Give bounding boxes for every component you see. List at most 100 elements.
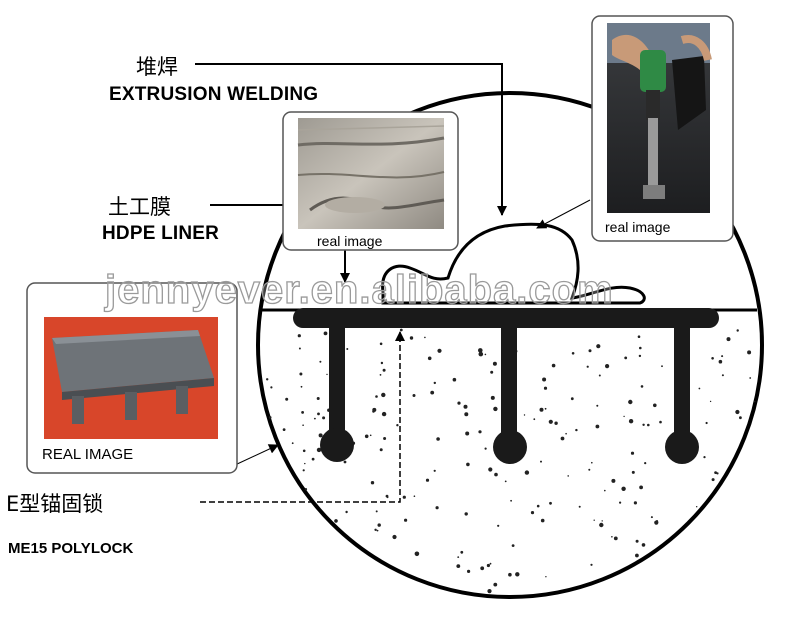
soil-speckle <box>304 462 306 465</box>
soil-speckle <box>319 360 322 363</box>
soil-speckle <box>379 448 383 452</box>
soil-speckle <box>493 582 498 587</box>
soil-speckle <box>464 512 468 516</box>
soil-speckle <box>549 501 552 505</box>
soil-speckle <box>640 385 644 388</box>
polylock-bulb-right <box>665 430 699 464</box>
soil-speckle <box>300 385 303 388</box>
soil-speckle <box>372 410 375 413</box>
soil-speckle <box>302 449 306 453</box>
soil-speckle <box>376 529 379 532</box>
soil-speckle <box>460 550 464 554</box>
soil-speckle <box>480 566 485 571</box>
soil-speckle <box>725 499 730 505</box>
soil-speckle <box>381 392 386 398</box>
soil-speckle <box>316 397 320 400</box>
soil-speckle <box>639 346 642 350</box>
soil-speckle <box>336 576 341 581</box>
soil-speckle <box>713 514 718 519</box>
soil-speckle <box>540 518 545 523</box>
soil-speckle <box>383 437 387 440</box>
soil-speckle <box>588 468 591 471</box>
soil-speckle <box>305 538 311 543</box>
soil-speckle <box>726 337 731 342</box>
soil-speckle <box>386 496 389 499</box>
polylock-en-label: ME15 POLYLOCK <box>8 540 134 557</box>
soil-speckle <box>456 564 461 568</box>
soil-speckle <box>304 488 308 491</box>
soil-speckle <box>754 449 757 452</box>
soil-speckle <box>599 522 604 528</box>
soil-speckle <box>635 539 639 543</box>
soil-speckle <box>641 543 646 547</box>
soil-speckle <box>258 460 260 463</box>
soil-speckle <box>316 570 321 575</box>
watermark-text: jennyever.en.alibaba.com <box>104 267 614 312</box>
soil-speckle <box>741 468 744 470</box>
soil-speckle <box>392 534 397 540</box>
soil-speckle <box>318 433 323 438</box>
soil-speckle <box>489 562 492 565</box>
soil-speckle <box>302 424 304 427</box>
soil-speckle <box>754 456 760 462</box>
soil-speckle <box>259 425 264 429</box>
soil-speckle <box>554 421 558 425</box>
extrusion-welding-cn-label: 堆焊 <box>136 55 178 79</box>
soil-speckle <box>628 419 634 424</box>
polylock-bulb-center <box>493 430 527 464</box>
soil-speckle <box>260 532 264 536</box>
soil-speckle <box>742 448 745 451</box>
soil-speckle <box>593 519 595 521</box>
soil-speckle <box>633 501 638 505</box>
soil-speckle <box>681 586 684 589</box>
soil-speckle <box>457 556 460 558</box>
soil-speckle <box>744 578 750 583</box>
soil-speckle <box>709 400 712 403</box>
soil-speckle <box>571 352 575 355</box>
soil-speckle <box>260 441 264 445</box>
soil-speckle <box>266 378 269 381</box>
soil-speckle <box>404 518 408 522</box>
soil-speckle <box>314 417 316 420</box>
soil-speckle <box>484 353 487 356</box>
soil-speckle <box>308 564 311 568</box>
soil-speckle <box>463 404 468 409</box>
soil-speckle <box>464 412 469 417</box>
soil-speckle <box>543 386 548 390</box>
soil-speckle <box>749 377 752 379</box>
soil-speckle <box>271 473 274 476</box>
soil-speckle <box>487 589 492 594</box>
soil-speckle <box>742 493 745 496</box>
soil-speckle <box>638 354 642 358</box>
soil-speckle <box>578 505 581 508</box>
soil-speckle <box>565 432 567 435</box>
soil-speckle <box>637 335 641 339</box>
soil-speckle <box>739 416 742 420</box>
soil-speckle <box>544 407 547 410</box>
soil-speckle <box>326 373 328 376</box>
soil-speckle <box>628 399 633 405</box>
soil-speckle <box>567 475 569 477</box>
soil-speckle <box>424 336 426 339</box>
soil-speckle <box>736 489 739 492</box>
soil-speckle <box>743 543 748 548</box>
soil-speckle <box>281 581 286 586</box>
polylock-photo-caption: REAL IMAGE <box>42 446 134 463</box>
soil-speckle <box>595 424 600 429</box>
soil-speckle <box>265 540 268 544</box>
soil-speckle <box>268 416 272 419</box>
soil-speckle <box>647 423 650 427</box>
soil-speckle <box>435 506 439 510</box>
soil-speckle <box>551 363 556 368</box>
soil-speckle <box>619 501 622 504</box>
soil-speckle <box>375 510 378 513</box>
soil-speckle <box>490 395 495 400</box>
soil-speckle <box>596 404 599 407</box>
soil-speckle <box>377 523 381 527</box>
soil-speckle <box>623 415 625 418</box>
soil-speckle <box>504 480 507 483</box>
soil-speckle <box>259 496 261 499</box>
soil-speckle <box>721 374 724 377</box>
soil-speckle <box>747 350 752 355</box>
soil-speckle <box>511 544 515 547</box>
